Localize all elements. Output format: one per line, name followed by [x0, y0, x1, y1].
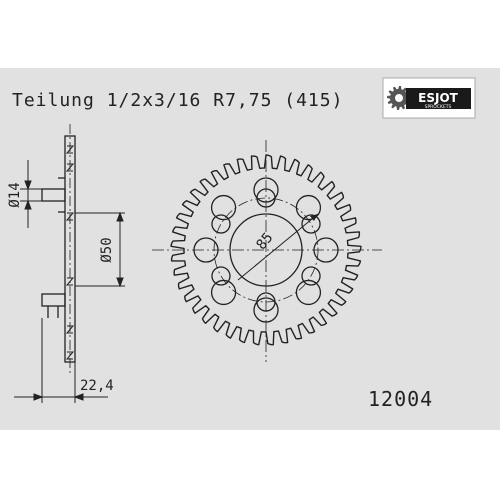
esjot-logo: ESJOT SPROCKETS — [382, 77, 476, 119]
outer-hole — [210, 194, 237, 221]
logo-tagline: SPROCKETS — [425, 104, 452, 110]
bolt-circle — [213, 197, 319, 303]
inner-holes — [211, 188, 321, 312]
outer-hole — [313, 237, 339, 263]
plate-tooth-mark — [65, 325, 75, 334]
dim22-arrow-left — [33, 393, 44, 401]
lower-bolt — [41, 293, 66, 307]
bolt-hole — [211, 266, 231, 286]
plate-tooth-mark — [65, 163, 75, 172]
bolt-hole — [301, 214, 321, 234]
logo-bar — [406, 88, 471, 109]
outer-hole — [295, 194, 322, 221]
dim14-arrow-top — [24, 180, 32, 191]
bolt-hole — [256, 292, 276, 312]
side-dimensions — [14, 160, 125, 403]
side-view — [41, 124, 76, 374]
center-bore — [229, 213, 303, 287]
sprocket-drawing: Teilung 1/2x3/16 R7,75 (415) ESJOT SPROC… — [0, 68, 500, 430]
side-tooth-marks — [65, 145, 75, 360]
dim50-arrow-top — [116, 211, 124, 222]
upper-bolt — [41, 188, 66, 202]
outer-hole — [193, 237, 219, 263]
outer-hole — [210, 279, 237, 306]
pitch-label: Teilung 1/2x3/16 R7,75 (415) — [12, 90, 343, 111]
outer-holes — [193, 177, 339, 323]
outer-hole — [253, 177, 279, 203]
plate-tooth-mark — [65, 145, 75, 154]
plate-tooth-mark — [65, 212, 75, 221]
bore-diameter-label: Ø50 — [99, 237, 115, 262]
plate-tooth-mark — [65, 351, 75, 360]
bolt-hole — [211, 214, 231, 234]
front-centerlines — [152, 140, 382, 362]
bolt-leader-arrow — [310, 214, 318, 221]
sheet-background — [0, 68, 500, 430]
drawing-sheet: Teilung 1/2x3/16 R7,75 (415) ESJOT SPROC… — [0, 68, 500, 430]
bolt-hole — [301, 266, 321, 286]
dim14-arrow-bottom — [24, 199, 32, 210]
plate-tooth-mark — [65, 277, 75, 286]
dim22-arrow-right — [73, 393, 84, 401]
bolt-circle-leader — [237, 213, 319, 281]
outer-hole — [295, 279, 322, 306]
gear-icon — [387, 86, 411, 110]
hub-diameter-label: Ø14 — [7, 182, 23, 207]
gear-hub — [395, 94, 403, 102]
outer-hole — [253, 297, 279, 323]
logo-brand: ESJOT — [418, 91, 459, 105]
front-view: 85 — [152, 140, 382, 362]
bolt-hole — [256, 188, 276, 208]
dim50-arrow-bottom — [116, 277, 124, 288]
part-number: 12004 — [368, 387, 433, 411]
offset-label: 22,4 — [80, 378, 114, 394]
